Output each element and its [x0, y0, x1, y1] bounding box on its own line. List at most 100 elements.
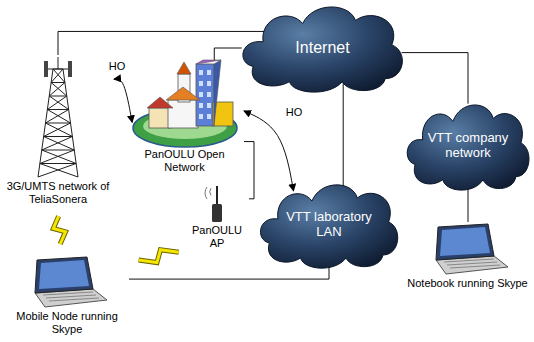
- laptop-drawing: [35, 257, 107, 307]
- window: [199, 70, 203, 75]
- tower-strut: [51, 82, 65, 83]
- network-link: [468, 187, 469, 222]
- bolt-outline: [53, 216, 65, 244]
- tower-strut: [38, 164, 76, 178]
- window: [207, 92, 211, 97]
- laptop-node: Mobile Node running Skype: [5, 255, 129, 335]
- tower-strut: [49, 83, 65, 97]
- network-link: [244, 142, 254, 199]
- node-label: PanOULU Open Network: [125, 148, 244, 173]
- tower-strut: [44, 137, 75, 151]
- network-cloud: Internet: [240, 2, 405, 94]
- ap-node: PanOULU AP: [185, 182, 249, 249]
- laptop-display: [440, 227, 490, 256]
- tower-strut: [40, 150, 74, 164]
- tower-strut: [44, 136, 73, 137]
- handover-arrow: [244, 111, 294, 191]
- node-label: PanOULU AP: [185, 224, 249, 249]
- building: [168, 100, 198, 128]
- tower-strut: [42, 150, 76, 164]
- tower-strut: [51, 83, 67, 97]
- network-link: [129, 266, 329, 280]
- keyboard-row: [450, 265, 500, 268]
- network-link: [58, 31, 265, 55]
- city-icon: [127, 60, 242, 148]
- keyboard-row: [49, 298, 99, 301]
- tower-strut: [40, 163, 76, 164]
- network-cloud: VTT company network: [405, 100, 531, 192]
- tower-strut: [51, 69, 63, 83]
- cloud-shape: [243, 7, 402, 92]
- network-cloud: VTT laboratory LAN: [258, 180, 400, 270]
- window: [207, 81, 211, 86]
- node-label: Notebook running Skype: [403, 277, 532, 290]
- tower-strut: [47, 110, 70, 124]
- laptop-node: Notebook running Skype: [403, 222, 532, 290]
- keyboard-row: [43, 292, 93, 295]
- laptop-icon: [418, 222, 518, 277]
- tower-strut: [49, 96, 68, 110]
- tower-strut: [47, 96, 66, 110]
- building: [196, 64, 214, 126]
- tower-strut: [58, 57, 59, 69]
- tower-strut: [46, 110, 69, 124]
- node-label: 3G/UMTS network of TeliaSonera: [2, 180, 114, 205]
- handover-arrow: [114, 79, 132, 122]
- node-label: Internet: [295, 39, 349, 57]
- tower-strut: [42, 150, 75, 151]
- window: [199, 81, 203, 86]
- ap-body: [212, 204, 222, 222]
- tower-strut: [49, 96, 67, 97]
- edge-label: HO: [284, 106, 305, 118]
- network-link: [214, 48, 241, 60]
- roof: [214, 60, 221, 126]
- window: [199, 92, 203, 97]
- laptop-icon: [17, 255, 117, 310]
- antenna-panel: [44, 61, 48, 77]
- signal-wave: [205, 187, 207, 199]
- tower-strut: [42, 137, 73, 151]
- network-link: [343, 81, 344, 187]
- window: [207, 114, 211, 119]
- signal-wave: [210, 188, 211, 195]
- tower-node: 3G/UMTS network of TeliaSonera: [2, 55, 114, 205]
- roof: [177, 62, 191, 74]
- ap-icon: [187, 182, 247, 224]
- node-label: Mobile Node running Skype: [5, 310, 129, 335]
- tower-strut: [47, 109, 68, 110]
- antenna-panel: [68, 61, 72, 77]
- tower-icon: [4, 55, 112, 180]
- window: [207, 103, 211, 108]
- window: [199, 114, 203, 119]
- laptop-screen: [436, 224, 494, 260]
- keyboard-row: [46, 295, 96, 298]
- roof: [166, 87, 200, 100]
- network-link: [402, 53, 468, 104]
- radio-link: [53, 216, 65, 244]
- radio-link: [139, 250, 179, 263]
- cloud-shape: [260, 185, 397, 268]
- bolt-outline: [139, 250, 179, 263]
- city-node: PanOULU Open Network: [125, 60, 244, 173]
- window: [207, 70, 211, 75]
- edge-label: HO: [107, 60, 128, 72]
- tower-strut: [46, 123, 73, 137]
- tower-strut: [53, 69, 65, 83]
- keyboard-row: [444, 259, 494, 262]
- tower-strut: [47, 69, 69, 70]
- laptop-display: [39, 260, 89, 289]
- cloud-shape: [407, 105, 529, 190]
- tower-strut: [40, 164, 78, 178]
- laptop-drawing: [436, 224, 508, 274]
- keyboard-row: [447, 262, 497, 265]
- city-drawing: [133, 60, 237, 147]
- tower-strut: [46, 123, 71, 124]
- tower-drawing: [38, 57, 78, 177]
- window: [199, 103, 203, 108]
- tower-strut: [44, 123, 71, 137]
- ap-drawing: [205, 186, 222, 222]
- antenna-mast: [216, 186, 218, 206]
- node-label: VTT laboratory LAN: [280, 210, 378, 240]
